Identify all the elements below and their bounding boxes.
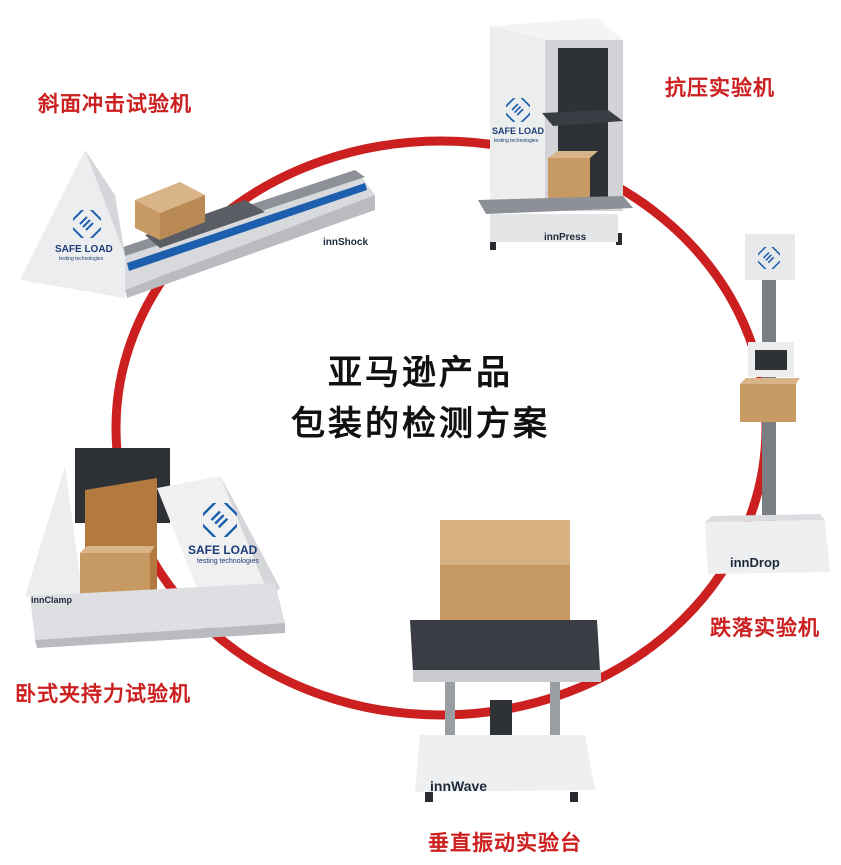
label-compression-tester: 抗压实验机 — [665, 76, 775, 100]
brand-inndrop: innDrop — [730, 555, 780, 570]
safe-load-logo-icon — [758, 247, 780, 269]
safe-load-logo-icon — [506, 98, 530, 122]
safe-load-logo-icon — [73, 210, 101, 238]
safe-load-logo-tagline: testing technologies — [59, 256, 104, 262]
drop-tester: innDrop — [700, 232, 835, 582]
vibration-table: innWave — [405, 520, 605, 805]
diagram-title-line1: 亚马逊产品 — [328, 353, 513, 393]
compression-tester-illustration — [478, 18, 633, 250]
brand-innpress: innPress — [544, 232, 587, 243]
safe-load-logo-tagline: testing technologies — [494, 138, 539, 144]
safe-load-logo-name: SAFE LOAD — [55, 244, 113, 255]
compression-tester: SAFE LOAD testing technologies innPress — [478, 18, 638, 268]
diagram-title-line2: 包装的检测方案 — [291, 404, 550, 444]
incline-impact-tester: SAFE LOAD testing technologies innShock — [15, 140, 380, 300]
label-drop-tester: 跌落实验机 — [710, 616, 820, 640]
safe-load-logo-name: SAFE LOAD — [492, 126, 545, 136]
drop-tester-illustration — [705, 234, 830, 574]
brand-innshock: innShock — [323, 237, 369, 248]
safe-load-logo-name: SAFE LOAD — [188, 543, 258, 557]
vibration-table-illustration — [410, 520, 601, 802]
clamp-tester: SAFE LOAD testing technologies innClamp — [25, 448, 287, 648]
label-incline-impact-tester: 斜面冲击试验机 — [38, 92, 192, 116]
safe-load-logo-icon — [203, 503, 237, 537]
brand-innclamp: innClamp — [31, 595, 73, 605]
safe-load-logo-tagline: testing technologies — [197, 558, 259, 565]
incline-impact-tester-illustration — [20, 150, 375, 298]
label-clamp-tester: 卧式夹持力试验机 — [15, 682, 191, 706]
brand-innwave: innWave — [430, 778, 488, 794]
clamp-tester-illustration — [25, 448, 285, 648]
label-vibration-table: 垂直振动实验台 — [428, 831, 582, 855]
